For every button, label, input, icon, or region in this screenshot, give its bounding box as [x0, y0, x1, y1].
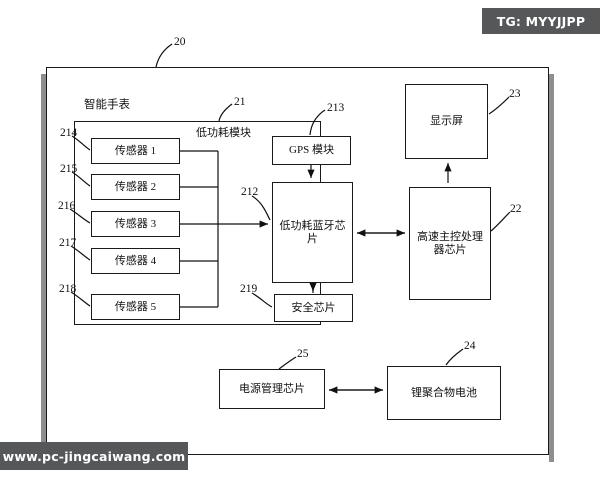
- smart-watch-label: 智能手表: [84, 99, 130, 111]
- reference-25: 25: [297, 348, 309, 360]
- block-sensor-2[interactable]: 传感器 2: [91, 174, 180, 200]
- reference-213: 213: [327, 102, 345, 114]
- frame-shadow-right: [549, 74, 554, 462]
- block-ble-chip[interactable]: 低功耗蓝牙芯片: [272, 182, 353, 283]
- block-power-management-chip[interactable]: 电源管理芯片: [219, 369, 325, 409]
- low-power-module-label: 低功耗模块: [196, 127, 251, 139]
- reference-217: 217: [59, 237, 77, 249]
- reference-216: 216: [58, 200, 76, 212]
- reference-215: 215: [60, 163, 78, 175]
- reference-20: 20: [174, 36, 186, 48]
- site-watermark-badge: www.pc-jingcaiwang.com: [0, 442, 188, 470]
- block-security-chip[interactable]: 安全芯片: [274, 294, 353, 322]
- block-sensor-3[interactable]: 传感器 3: [91, 211, 180, 237]
- reference-23: 23: [509, 88, 521, 100]
- reference-24: 24: [464, 340, 476, 352]
- block-sensor-1[interactable]: 传感器 1: [91, 138, 180, 164]
- reference-219: 219: [240, 283, 258, 295]
- block-display[interactable]: 显示屏: [405, 84, 488, 159]
- reference-212: 212: [241, 186, 259, 198]
- reference-214: 214: [60, 127, 78, 139]
- reference-22: 22: [510, 203, 522, 215]
- telegram-watermark-badge: TG: MYYJJPP: [482, 8, 600, 34]
- block-gps-module[interactable]: GPS 模块: [272, 136, 351, 165]
- block-sensor-5[interactable]: 传感器 5: [91, 294, 180, 320]
- block-main-processor[interactable]: 高速主控处理器芯片: [409, 187, 491, 300]
- block-battery[interactable]: 锂聚合物电池: [387, 366, 501, 420]
- frame-shadow-left: [41, 74, 46, 462]
- reference-218: 218: [59, 283, 77, 295]
- block-sensor-4[interactable]: 传感器 4: [91, 248, 180, 274]
- reference-21: 21: [234, 96, 246, 108]
